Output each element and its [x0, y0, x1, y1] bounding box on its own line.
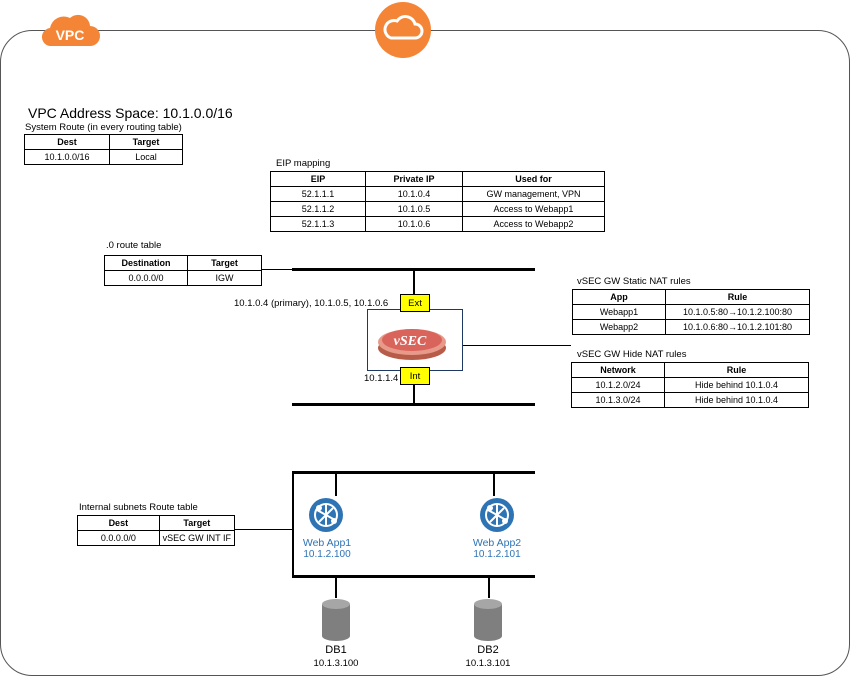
webapp-subnet-top-bar	[292, 471, 535, 474]
ext-interface-tag: Ext	[400, 294, 430, 312]
webapp2-icon	[480, 498, 514, 532]
webapp2-ip: 10.1.2.101	[473, 549, 521, 560]
col-header: EIP	[270, 171, 366, 187]
table-cell: 10.1.0.5:80→10.1.2.100:80	[665, 304, 810, 320]
system-route-caption: System Route (in every routing table)	[25, 122, 182, 133]
table-cell: Hide behind 10.1.0.4	[664, 377, 809, 393]
eip-caption: EIP mapping	[276, 158, 331, 169]
col-header: Target	[158, 515, 236, 531]
table-cell: Webapp1	[572, 304, 666, 320]
col-header: Dest	[24, 134, 110, 150]
webapp2-name: Web App2	[472, 537, 522, 549]
table-cell: 0.0.0.0/0	[77, 530, 160, 546]
vsec-gateway: vSEC	[367, 309, 463, 371]
webapp1-icon	[309, 498, 343, 532]
db1-icon	[322, 599, 350, 641]
int-interface-tag: Int	[400, 367, 430, 385]
static-nat-caption: vSEC GW Static NAT rules	[577, 276, 691, 287]
table-cell: 52.1.1.1	[270, 186, 366, 202]
ext-ip-list: 10.1.0.4 (primary), 10.1.0.5, 10.1.0.6	[234, 298, 389, 309]
external-subnet-bar	[292, 268, 535, 271]
webapp-subnet-bottom-bar	[292, 575, 535, 578]
col-header: App	[572, 289, 666, 305]
int-link	[413, 385, 415, 403]
table-cell: 10.1.2.0/24	[571, 377, 665, 393]
col-header: Destination	[104, 255, 188, 271]
table-cell: 10.1.0.4	[365, 186, 463, 202]
col-header: Target	[109, 134, 183, 150]
db1-ip: 10.1.3.100	[313, 658, 359, 669]
webapp1-name: Web App1	[302, 537, 352, 549]
col-header: Target	[187, 255, 262, 271]
route0-caption: .0 route table	[106, 240, 162, 251]
db1-link	[335, 578, 337, 598]
int-ip: 10.1.1.4	[364, 373, 399, 384]
table-cell: GW management, VPN	[462, 186, 605, 202]
aws-cloud-icon	[375, 2, 431, 58]
db2-link	[488, 578, 490, 598]
table-cell: Local	[109, 149, 183, 165]
vpc-address-title: VPC Address Space: 10.1.0.0/16	[28, 105, 233, 121]
vpc-badge-label: VPC	[56, 27, 85, 43]
table-cell: 10.1.0.6:80→10.1.2.101:80	[665, 319, 810, 335]
table-cell: vSEC GW INT IF	[158, 530, 236, 546]
webapp2-link	[493, 474, 495, 496]
table-cell: 10.1.0.0/16	[24, 149, 110, 165]
col-header: Used for	[462, 171, 605, 187]
table-cell: Webapp2	[572, 319, 666, 335]
table-cell: 52.1.1.3	[270, 216, 366, 232]
webapp-subnet-left-edge	[292, 471, 294, 577]
route0-connector	[262, 269, 292, 270]
table-cell: Access to Webapp2	[462, 216, 605, 232]
col-header: Private IP	[365, 171, 463, 187]
hide-nat-caption: vSEC GW Hide NAT rules	[577, 349, 687, 360]
table-cell: Access to Webapp1	[462, 201, 605, 217]
vsec-logo-icon: vSEC	[378, 329, 446, 360]
table-cell: IGW	[187, 270, 262, 286]
db2-name: DB2	[477, 644, 499, 656]
table-cell: 52.1.1.2	[270, 201, 366, 217]
table-cell: 10.1.0.6	[365, 216, 463, 232]
db2-ip: 10.1.3.101	[465, 658, 511, 669]
vsec-logo-text: vSEC	[394, 334, 427, 349]
internal-route-connector	[235, 529, 292, 530]
table-cell: 10.1.0.5	[365, 201, 463, 217]
ext-link	[413, 271, 415, 295]
col-header: Network	[571, 362, 665, 378]
col-header: Dest	[77, 515, 160, 531]
internal-route-caption: Internal subnets Route table	[79, 502, 198, 513]
table-cell: Hide behind 10.1.0.4	[664, 392, 809, 408]
col-header: Rule	[664, 362, 809, 378]
internal-subnet-bar	[292, 403, 535, 406]
table-cell: 10.1.3.0/24	[571, 392, 665, 408]
webapp1-ip: 10.1.2.100	[303, 549, 351, 560]
db1-name: DB1	[325, 644, 347, 656]
vpc-cloud-icon: VPC	[41, 14, 100, 47]
nat-connector	[463, 345, 571, 346]
col-header: Rule	[665, 289, 810, 305]
table-cell: 0.0.0.0/0	[104, 270, 188, 286]
webapp1-link	[335, 474, 337, 496]
db2-icon	[474, 599, 502, 641]
